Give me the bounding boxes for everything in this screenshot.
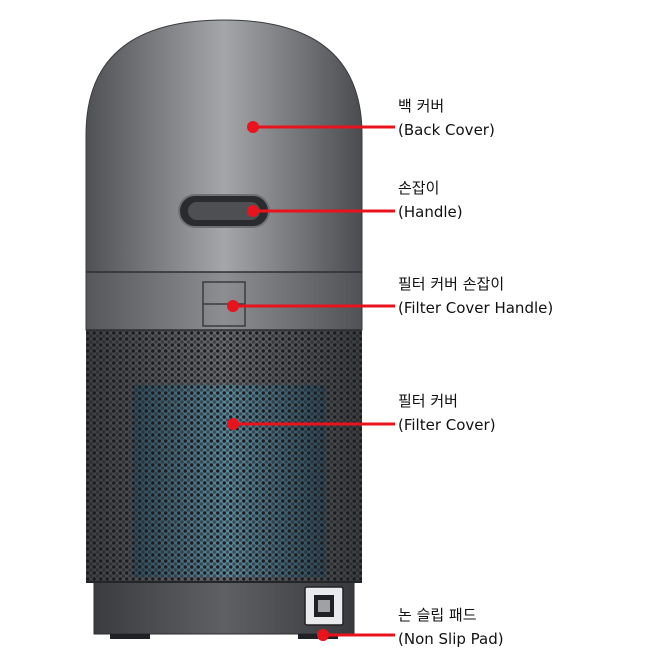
callout-ko: 손잡이 xyxy=(398,179,440,197)
callout-en: (Handle) xyxy=(398,203,463,221)
callout-dot xyxy=(247,205,259,217)
callout-dot xyxy=(247,121,259,133)
callout-ko: 필터 커버 xyxy=(398,392,458,410)
callout-ko: 필터 커버 손잡이 xyxy=(398,275,505,293)
callout-lines xyxy=(227,121,395,641)
callout-ko: 논 슬립 패드 xyxy=(398,606,477,624)
callout-dot xyxy=(317,629,329,641)
callout-dot xyxy=(227,418,239,430)
callout-label-back-cover: 백 커버 (Back Cover) xyxy=(398,94,495,142)
callout-label-filter-cover-handle: 필터 커버 손잡이 (Filter Cover Handle) xyxy=(398,272,553,320)
callout-ko: 백 커버 xyxy=(398,97,445,115)
non-slip-pad-left xyxy=(110,634,150,639)
callout-en: (Filter Cover Handle) xyxy=(398,299,554,317)
callout-en: (Filter Cover) xyxy=(398,416,496,434)
back-cover-shape xyxy=(85,19,363,273)
middle-band xyxy=(85,271,363,331)
callout-label-non-slip-pad: 논 슬립 패드 (Non Slip Pad) xyxy=(398,603,504,651)
callout-dot xyxy=(227,300,239,312)
callout-label-handle: 손잡이 (Handle) xyxy=(398,176,463,224)
callout-en: (Back Cover) xyxy=(398,121,495,139)
callout-en: (Non Slip Pad) xyxy=(398,630,504,648)
callout-label-filter-cover: 필터 커버 (Filter Cover) xyxy=(398,389,496,437)
